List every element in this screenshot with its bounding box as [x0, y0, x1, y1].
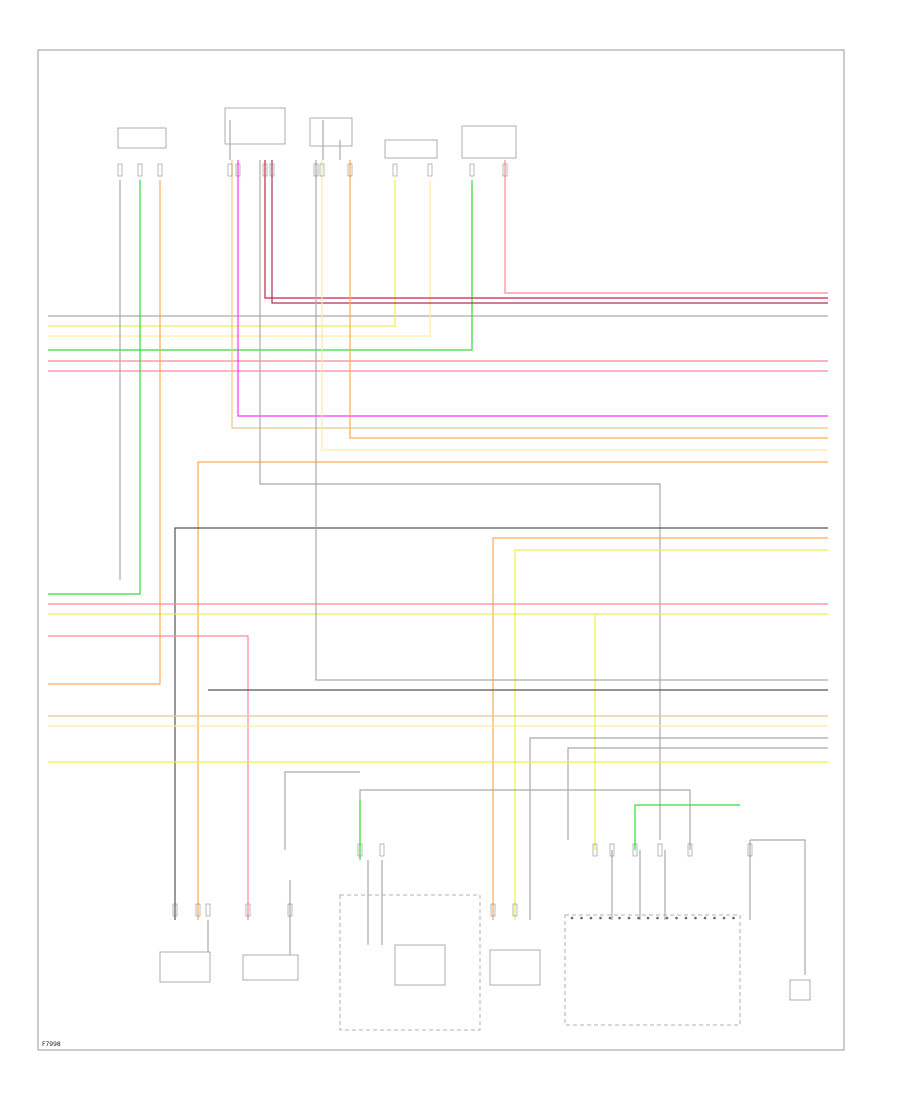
wire-gray — [284, 771, 360, 850]
top-component-4 — [384, 139, 438, 159]
connector-pin — [427, 163, 433, 177]
connector-pin — [687, 843, 693, 857]
wire-green — [48, 180, 473, 351]
wire-pink — [48, 635, 249, 920]
ecm-pin — [618, 916, 621, 920]
top-component-2 — [224, 107, 286, 145]
connector-pin — [319, 163, 325, 177]
wire-green — [48, 180, 141, 595]
connector-pin — [269, 163, 275, 177]
connector-pin — [347, 163, 353, 177]
connector-pin — [657, 843, 663, 857]
connector-pin — [747, 843, 753, 857]
bottom-component-5 — [789, 979, 811, 1001]
bottom-component-2 — [242, 954, 299, 981]
ecm-pin — [694, 916, 697, 920]
footer-note: F7998 — [42, 1041, 61, 1048]
top-component-1 — [117, 127, 167, 149]
bottom-component-3-inner — [394, 944, 446, 986]
wire-lightyellow — [321, 160, 828, 451]
ecm-pin — [722, 916, 726, 920]
ecm-pin — [656, 916, 659, 920]
connector-pin — [469, 163, 475, 177]
wire-layer — [48, 120, 828, 975]
ecm-pin — [580, 916, 583, 920]
instrument-panel-cluster — [339, 894, 481, 1031]
wire-dark — [174, 527, 828, 920]
ecm-pin — [703, 916, 707, 920]
engine-control-module-box — [564, 914, 741, 1026]
ecm-pin — [599, 916, 602, 920]
wire-gray — [750, 839, 806, 975]
wire-orange — [492, 537, 828, 920]
ecm-pin — [589, 916, 593, 920]
top-components — [117, 107, 517, 159]
connector-layer — [117, 163, 753, 920]
connector-pin — [235, 163, 241, 177]
wire-red — [264, 160, 828, 299]
connector-pin — [379, 843, 385, 857]
bottom-components — [159, 894, 811, 1031]
ecm-pin — [713, 916, 716, 920]
wire-gray — [259, 160, 661, 840]
wire-tan — [231, 160, 828, 429]
wire-orange — [48, 180, 161, 685]
connector-pin — [592, 843, 598, 857]
bottom-component-1 — [159, 951, 211, 983]
wire-gray — [315, 160, 828, 681]
wire-gray — [529, 737, 828, 920]
connector-pin — [205, 903, 211, 917]
connector-pin — [490, 903, 496, 917]
connector-pin — [227, 163, 233, 177]
wire-yellow — [48, 180, 396, 327]
ecm-pin — [675, 916, 678, 920]
diagram-frame — [37, 49, 845, 1051]
ecm-pin — [732, 916, 735, 920]
connector-pin — [137, 163, 143, 177]
wire-green — [634, 804, 740, 850]
ecm-pin — [684, 916, 688, 920]
connector-pin — [392, 163, 398, 177]
connector-pin — [287, 903, 293, 917]
connector-pin — [245, 903, 251, 917]
wire-magenta — [237, 160, 828, 417]
connector-pin — [609, 843, 615, 857]
top-component-5 — [461, 125, 517, 159]
connector-pin — [195, 903, 201, 917]
ecm-pin — [570, 916, 574, 920]
wire-orange — [349, 160, 828, 439]
wire-yellow — [514, 549, 828, 920]
connector-pin — [262, 163, 268, 177]
connector-pin — [313, 163, 319, 177]
connector-pin — [502, 163, 508, 177]
connector-pin — [632, 843, 638, 857]
top-component-3 — [309, 117, 353, 147]
bottom-component-4 — [489, 949, 541, 986]
wire-lightyellow — [48, 180, 431, 337]
connector-pin — [117, 163, 123, 177]
wire-pink — [504, 160, 828, 294]
wire-orange — [197, 461, 828, 920]
connector-pin — [512, 903, 518, 917]
ecm-pin — [627, 916, 631, 920]
ecm-pin — [646, 916, 650, 920]
ecm-pin — [637, 916, 640, 920]
wire-gray — [567, 747, 828, 840]
connector-pin — [157, 163, 163, 177]
wire-darkred — [271, 160, 828, 304]
connector-pin — [172, 903, 178, 917]
wire-gray — [359, 789, 691, 850]
ecm-pin — [608, 916, 612, 920]
ecm-pin — [665, 916, 669, 920]
connector-pin — [357, 843, 363, 857]
